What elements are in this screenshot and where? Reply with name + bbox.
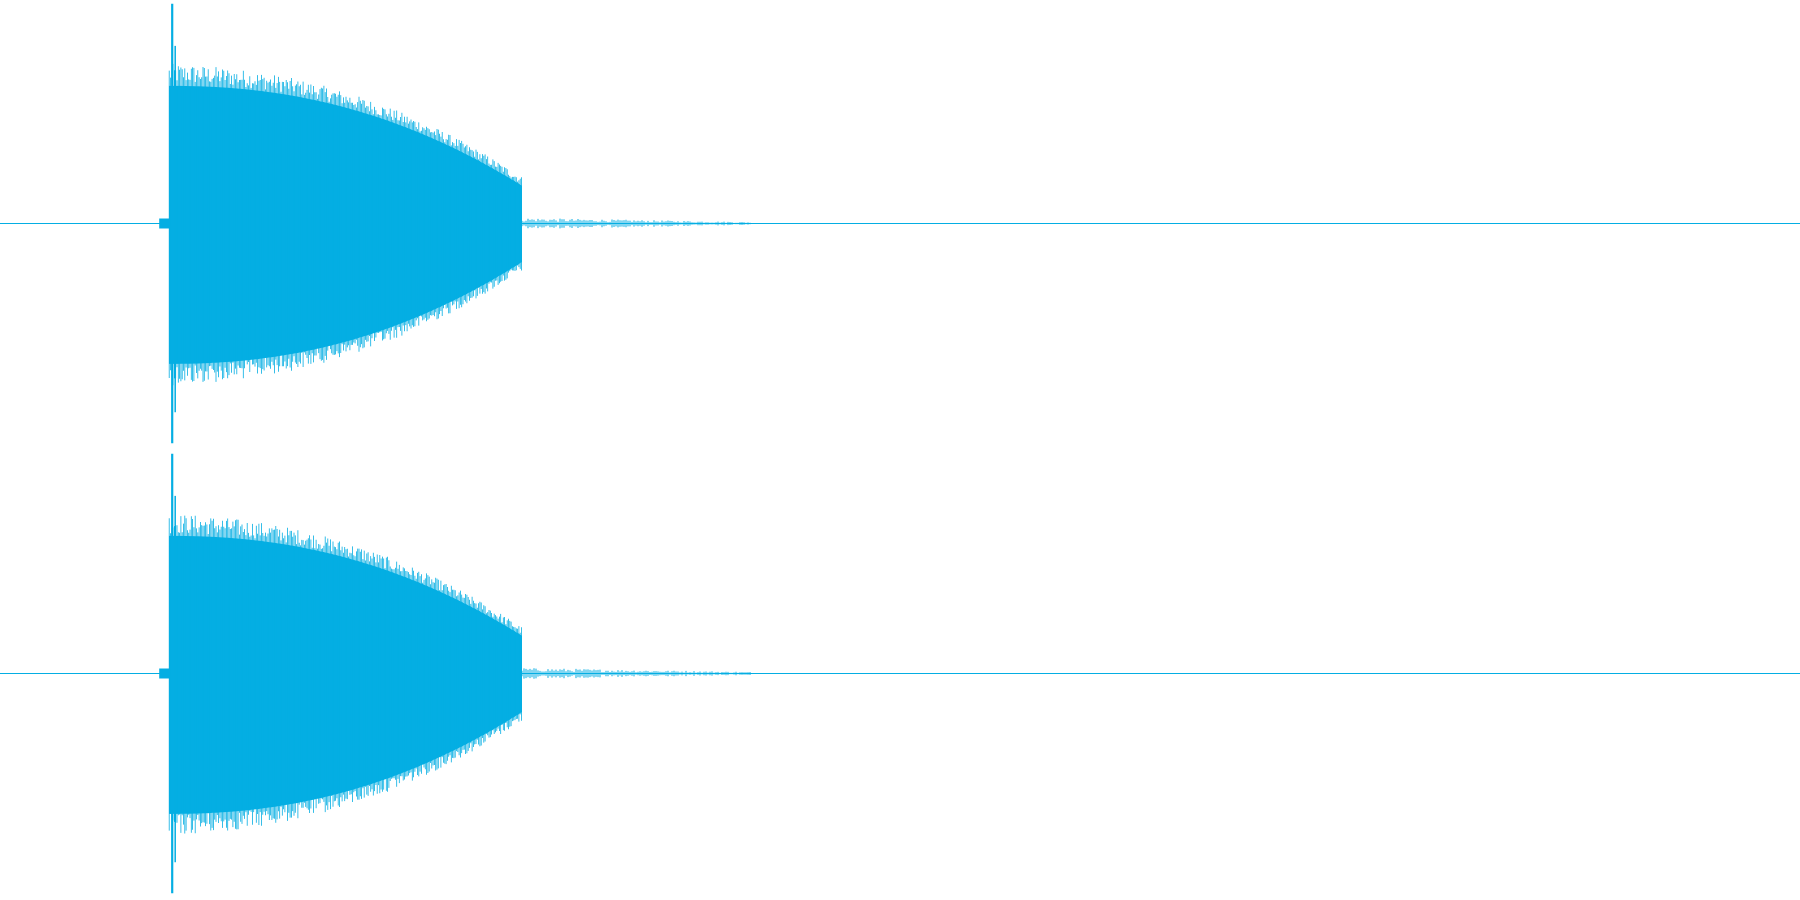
waveform-onset-blip [159, 668, 170, 679]
waveform-channel-top [0, 3, 1800, 444]
waveform-tail [521, 218, 751, 229]
waveform-channel-bottom [0, 453, 1800, 894]
waveform-spikes [168, 515, 522, 834]
waveform-spikes [168, 63, 522, 386]
waveform-tail [521, 668, 751, 679]
waveform-onset-blip [159, 218, 170, 229]
